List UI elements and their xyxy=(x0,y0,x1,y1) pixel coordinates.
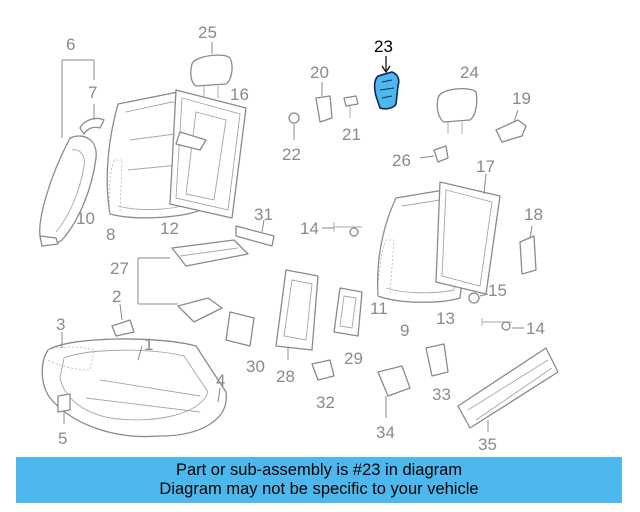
part-28-pad xyxy=(275,269,319,360)
part-2-clip xyxy=(111,303,135,337)
callout-18: 18 xyxy=(524,205,543,224)
part-7-clip xyxy=(79,104,105,135)
part-1-seat-cushion xyxy=(41,332,227,438)
callout-16: 16 xyxy=(230,85,249,104)
part-14-bolt-lower xyxy=(481,318,524,331)
callout-2: 2 xyxy=(112,287,121,306)
callout-23[interactable]: 23 xyxy=(374,37,393,56)
callout-26: 26 xyxy=(392,151,411,170)
callout-34: 34 xyxy=(376,423,395,442)
part-35-cover xyxy=(457,347,559,432)
callout-6: 6 xyxy=(66,35,75,54)
callout-25: 25 xyxy=(198,23,217,42)
callout-19: 19 xyxy=(512,89,531,108)
callout-30: 30 xyxy=(246,357,265,376)
parts-diagram: 6 7 10 8 12 16 25 20 21 22 23 24 19 26 1… xyxy=(39,23,559,454)
callout-27: 27 xyxy=(110,259,129,278)
part-21-bolt xyxy=(343,95,359,118)
part-25-headrest xyxy=(190,42,233,98)
callout-15: 15 xyxy=(488,281,507,300)
banner-line-1: Part or sub-assembly is #23 in diagram xyxy=(175,461,463,479)
part-34-hinge xyxy=(377,365,411,418)
part-27-armrest xyxy=(137,239,249,323)
callout-14-upper: 14 xyxy=(300,219,319,238)
callout-labels: 6 7 10 8 12 16 25 20 21 22 23 24 19 26 1… xyxy=(56,23,545,454)
callout-17: 17 xyxy=(476,157,495,176)
callout-33: 33 xyxy=(432,385,451,404)
callout-29: 29 xyxy=(344,349,363,368)
callout-12: 12 xyxy=(160,219,179,238)
banner-line-2: Diagram may not be specific to your vehi… xyxy=(159,480,479,498)
callout-3: 3 xyxy=(56,315,65,334)
part-19-latch xyxy=(495,109,527,143)
part-33-bracket xyxy=(425,343,449,377)
callout-28: 28 xyxy=(276,367,295,386)
part-6-side-bolster xyxy=(39,59,97,247)
part-18-hinge xyxy=(519,225,537,275)
callout-14-lower: 14 xyxy=(526,319,545,338)
part-14-bolt-upper xyxy=(322,222,362,237)
part-24-headrest xyxy=(436,87,478,134)
callout-1: 1 xyxy=(144,335,153,354)
callout-31: 31 xyxy=(254,205,273,224)
callout-5: 5 xyxy=(58,429,67,448)
callout-4: 4 xyxy=(216,371,225,390)
callout-24: 24 xyxy=(460,63,479,82)
callout-13: 13 xyxy=(436,309,455,328)
part-29-pad xyxy=(333,287,363,337)
callout-35: 35 xyxy=(478,435,497,454)
part-20-bracket xyxy=(315,82,333,123)
part-26-guide xyxy=(419,145,449,163)
part-31-trim xyxy=(235,219,275,247)
callout-20: 20 xyxy=(310,63,329,82)
part-16-seat-back-frame xyxy=(169,89,247,219)
callout-32: 32 xyxy=(316,393,335,412)
callout-11: 11 xyxy=(370,299,388,318)
part-22-nut xyxy=(288,112,300,140)
info-banner: Part or sub-assembly is #23 in diagram D… xyxy=(16,457,622,503)
part-15-clip xyxy=(468,292,489,304)
part-30-panel xyxy=(225,311,255,347)
part-9-seat-back-right xyxy=(377,173,501,303)
part-32-bracket xyxy=(311,359,335,381)
callout-8: 8 xyxy=(106,225,115,244)
part-23-highlighted[interactable] xyxy=(373,56,400,110)
callout-9: 9 xyxy=(400,321,409,340)
callout-7: 7 xyxy=(88,83,97,102)
callout-10: 10 xyxy=(76,209,95,228)
part-5-cap xyxy=(57,393,71,424)
callout-21: 21 xyxy=(342,125,361,144)
callout-22: 22 xyxy=(282,145,301,164)
